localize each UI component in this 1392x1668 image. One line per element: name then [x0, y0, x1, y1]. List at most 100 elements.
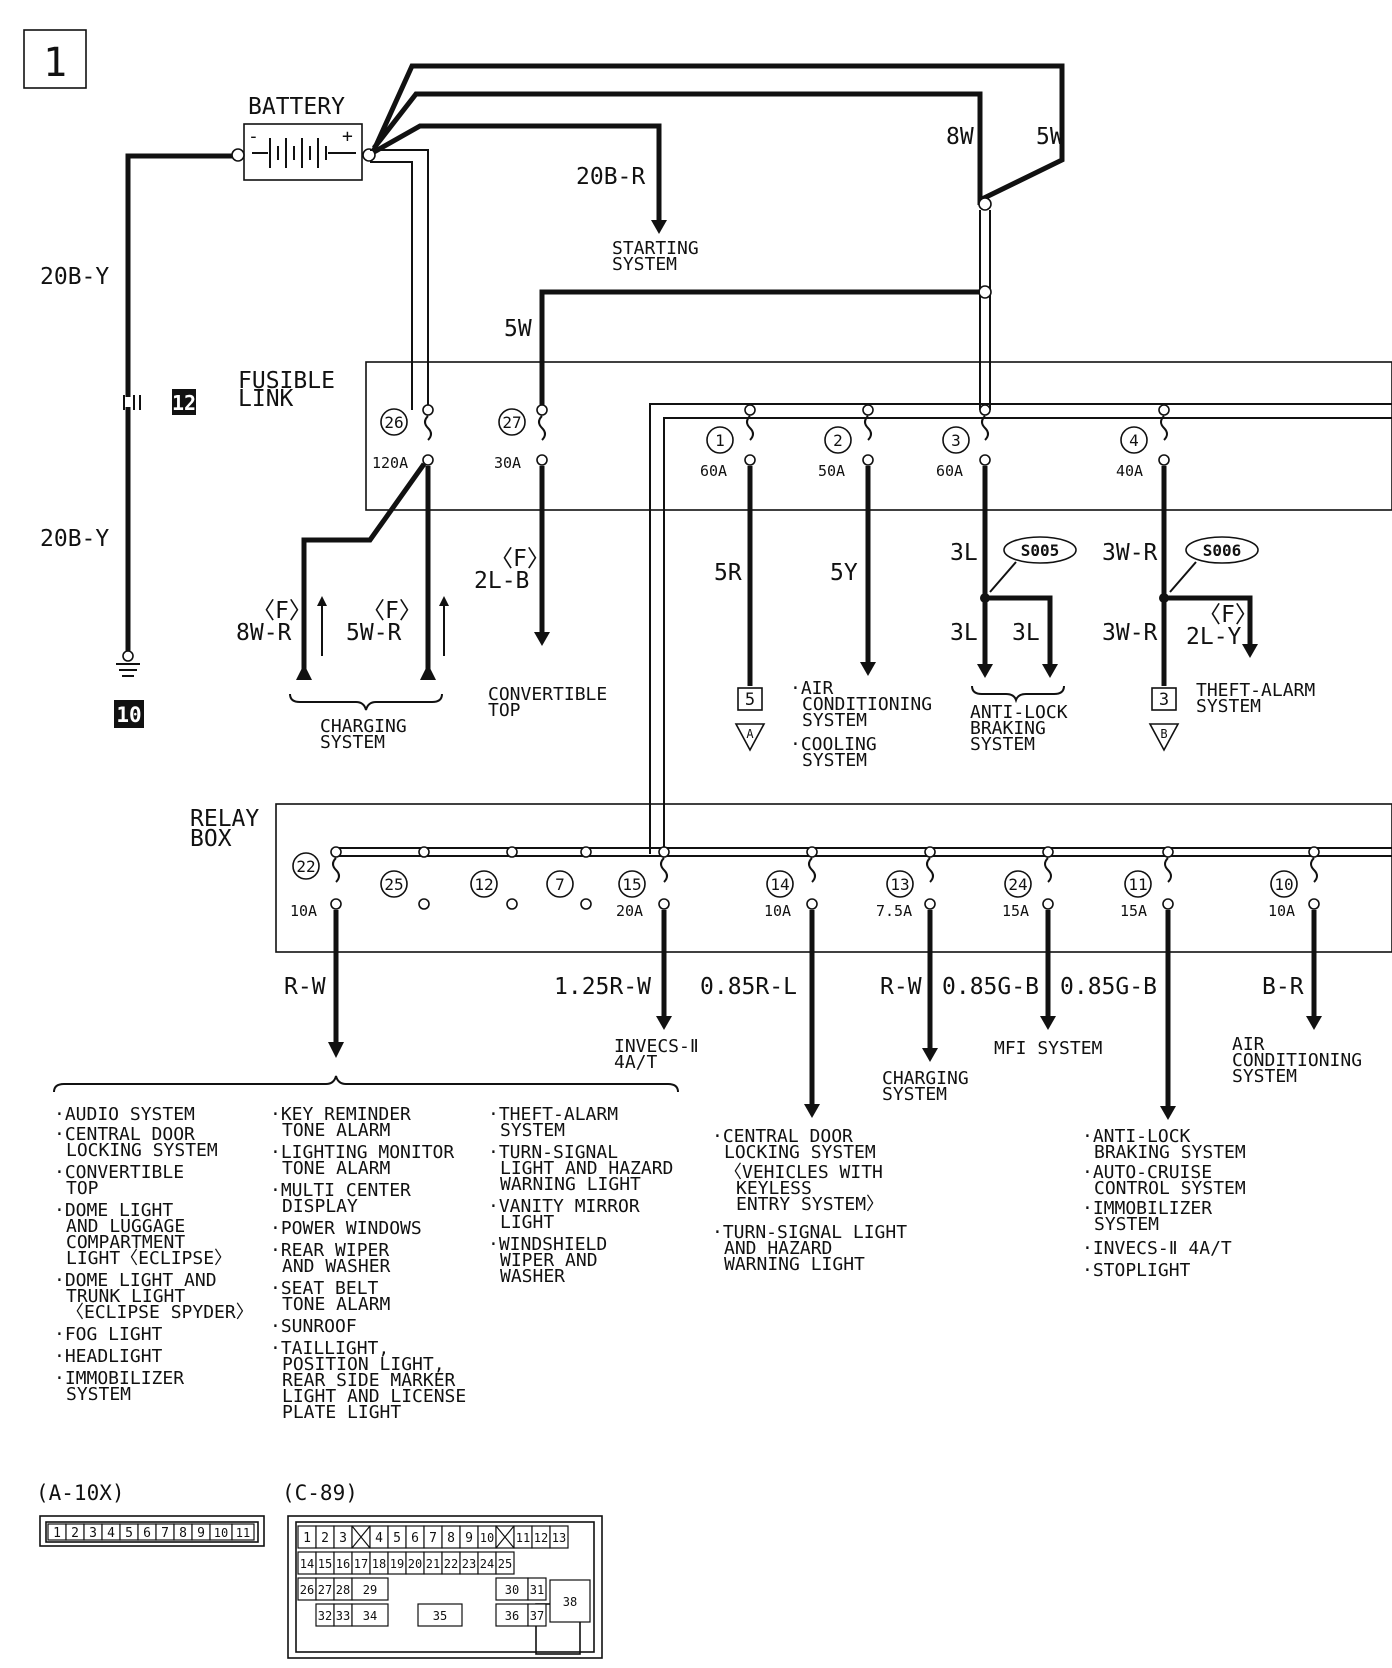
connector-a-pin: 4: [101, 1523, 121, 1541]
svg-text:22: 22: [296, 857, 315, 876]
svg-text:ENTRY SYSTEM〉: ENTRY SYSTEM〉: [736, 1194, 884, 1215]
wire-label-20b-y-lower: 20B-Y: [40, 526, 109, 552]
svg-text:34: 34: [363, 1609, 377, 1623]
wire-label-5w-r: 5W-R: [346, 620, 402, 646]
svg-text:SYSTEM: SYSTEM: [66, 1384, 131, 1405]
svg-text:POSITION LIGHT,: POSITION LIGHT,: [282, 1354, 445, 1375]
connector-c-pin: 30: [495, 1577, 529, 1601]
svg-text:40A: 40A: [1116, 462, 1143, 480]
svg-text:17: 17: [354, 1557, 368, 1571]
connector-c-pin: [495, 1525, 515, 1549]
svg-text:14: 14: [300, 1557, 314, 1571]
relay-fuse-13: 13 7.5A: [876, 846, 936, 920]
f-marker-theft: 〈F〉: [1198, 602, 1258, 628]
connector-c-pin: 16: [333, 1551, 353, 1575]
svg-text:25: 25: [498, 1557, 512, 1571]
svg-text:16: 16: [336, 1557, 350, 1571]
connector-c-pin: [351, 1525, 371, 1549]
arrow-5y: [860, 662, 876, 676]
dest-abs-3: SYSTEM: [970, 734, 1035, 755]
connector-c-pin: 4: [369, 1525, 389, 1549]
svg-text:5: 5: [745, 690, 755, 710]
svg-text:37: 37: [530, 1609, 544, 1623]
connector-c-label: (C-89): [282, 1481, 358, 1505]
junction-5w: [978, 285, 992, 299]
svg-text:14: 14: [770, 875, 789, 894]
connector-ref-5: [737, 687, 763, 711]
svg-text:7: 7: [161, 1526, 169, 1541]
svg-text:·KEY REMINDER: ·KEY REMINDER: [270, 1104, 411, 1125]
svg-text:9: 9: [465, 1531, 473, 1546]
dest-starting-1: STARTING: [612, 238, 699, 259]
svg-text:·SUNROOF: ·SUNROOF: [270, 1316, 357, 1337]
svg-text:·CONVERTIBLE: ·CONVERTIBLE: [54, 1162, 184, 1183]
wire-charging-1: [301, 462, 427, 676]
relay-box-label-1: RELAY: [190, 806, 259, 832]
connector-c-pin: 24: [477, 1551, 497, 1575]
svg-text:AND WASHER: AND WASHER: [282, 1256, 391, 1277]
relay-fuse-12: 12: [470, 846, 518, 910]
wire-label-8w-r: 8W-R: [236, 620, 292, 646]
svg-text:·IMMOBILIZER: ·IMMOBILIZER: [1082, 1198, 1212, 1219]
dest-ac-1: ·AIR: [790, 678, 834, 699]
svg-text:S005: S005: [1021, 541, 1060, 560]
svg-text:·THEFT-ALARM: ·THEFT-ALARM: [488, 1104, 618, 1125]
fusible-link-box: [365, 361, 1392, 511]
wire-label-r13: R-W: [880, 974, 922, 1000]
wire-label-8w: 8W: [946, 124, 974, 150]
wire-label-5y: 5Y: [830, 560, 858, 586]
dest-convertible-1: CONVERTIBLE: [488, 684, 607, 705]
svg-text:SYSTEM: SYSTEM: [1094, 1214, 1159, 1235]
svg-text:WASHER: WASHER: [500, 1266, 565, 1287]
svg-text:12: 12: [172, 391, 196, 415]
battery: [231, 123, 376, 181]
connector-c-pin: 38: [549, 1579, 591, 1623]
svg-text:60A: 60A: [936, 462, 963, 480]
svg-text:·CENTRAL DOOR: ·CENTRAL DOOR: [712, 1126, 853, 1147]
f-marker-convertible: 〈F〉: [490, 546, 550, 572]
dest-charging2-2: SYSTEM: [882, 1084, 947, 1105]
ref-triangle-a: [734, 723, 766, 752]
svg-text:·HEADLIGHT: ·HEADLIGHT: [54, 1346, 163, 1367]
connector-c-pin: 6: [405, 1525, 425, 1549]
connector-c-pin: 36: [495, 1603, 529, 1627]
fusible-bus: [649, 403, 1392, 854]
connector-c-pin: 25: [495, 1551, 515, 1575]
connector-c-pin: 35: [417, 1603, 463, 1627]
dest-ac-2: CONDITIONING: [802, 694, 932, 715]
wire-label-3l-a: 3L: [950, 540, 978, 566]
svg-text:TONE ALARM: TONE ALARM: [282, 1294, 391, 1315]
connector-c-pin: 22: [441, 1551, 461, 1575]
ground-connector-12: 12: [118, 389, 196, 415]
connector-a-pin: 6: [137, 1523, 157, 1541]
svg-text:12: 12: [474, 875, 493, 894]
wire-label-3l-c: 3L: [1012, 620, 1040, 646]
svg-text:·DOME LIGHT AND: ·DOME LIGHT AND: [54, 1270, 217, 1291]
connector-c-89: [287, 1515, 603, 1659]
connector-c-pin: 13: [549, 1525, 569, 1549]
arrow-charging-1: [296, 664, 312, 680]
wire-5w-top: [371, 63, 1065, 203]
arrow-convertible: [534, 632, 550, 646]
svg-text:25: 25: [384, 875, 403, 894]
fusible-link-label-2: LINK: [238, 386, 294, 412]
list-r11: ·ANTI-LOCK BRAKING SYSTEM ·AUTO-CRUISE C…: [1082, 1126, 1246, 1281]
relay-fuse-22: 22 10A: [290, 846, 342, 920]
connector-a-10x: [39, 1515, 265, 1547]
wire-label-5r: 5R: [714, 560, 742, 586]
svg-text:24: 24: [480, 1557, 494, 1571]
svg-text:WIPER AND: WIPER AND: [500, 1250, 598, 1271]
f-marker-charging-1: 〈F〉: [252, 598, 312, 624]
svg-text:7: 7: [555, 875, 565, 894]
connector-c-pin: 21: [423, 1551, 443, 1575]
wire-label-20b-y-upper: 20B-Y: [40, 264, 109, 290]
fuse-3: 3 60A: [936, 404, 991, 480]
list-col3: ·THEFT-ALARM SYSTEM ·TURN-SIGNAL LIGHT A…: [488, 1104, 673, 1287]
svg-text:4: 4: [1129, 431, 1139, 450]
svg-text:33: 33: [336, 1609, 350, 1623]
svg-text:4: 4: [107, 1526, 115, 1541]
svg-text:S006: S006: [1203, 541, 1242, 560]
dest-charging2-1: CHARGING: [882, 1068, 969, 1089]
svg-text:11: 11: [236, 1526, 250, 1540]
